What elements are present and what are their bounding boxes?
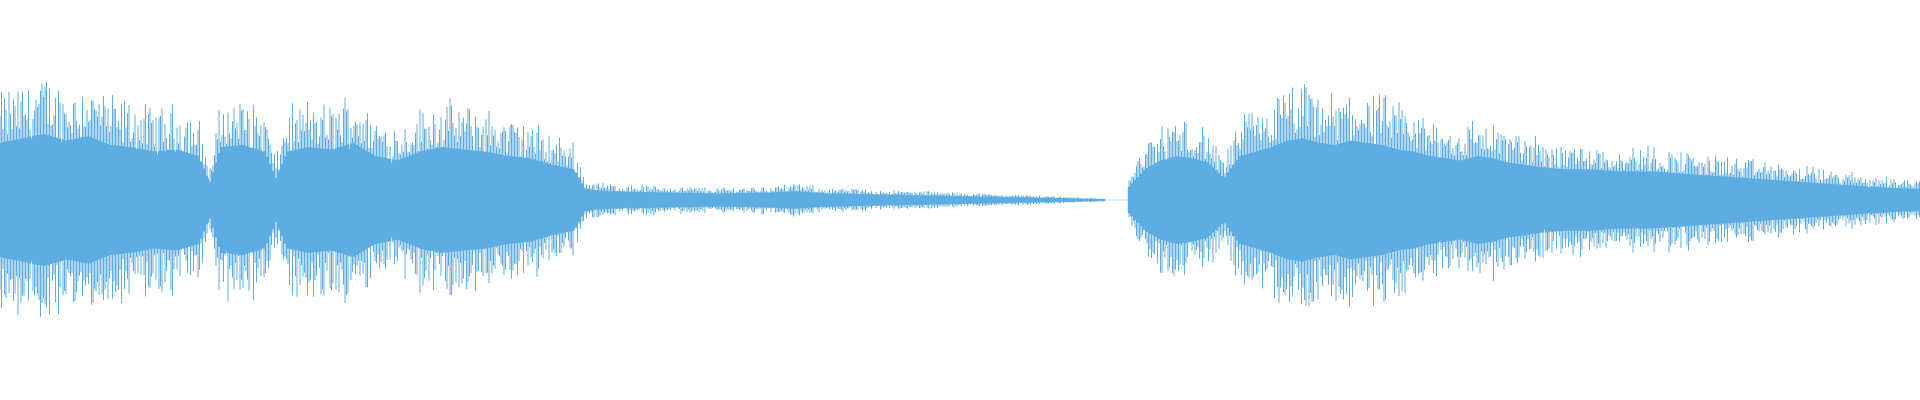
waveform-bars — [0, 81, 1920, 317]
waveform-core-segment-1 — [0, 134, 1106, 266]
waveform-segment-1 — [0, 81, 1105, 317]
waveform-core-segment-2 — [1127, 138, 1920, 262]
